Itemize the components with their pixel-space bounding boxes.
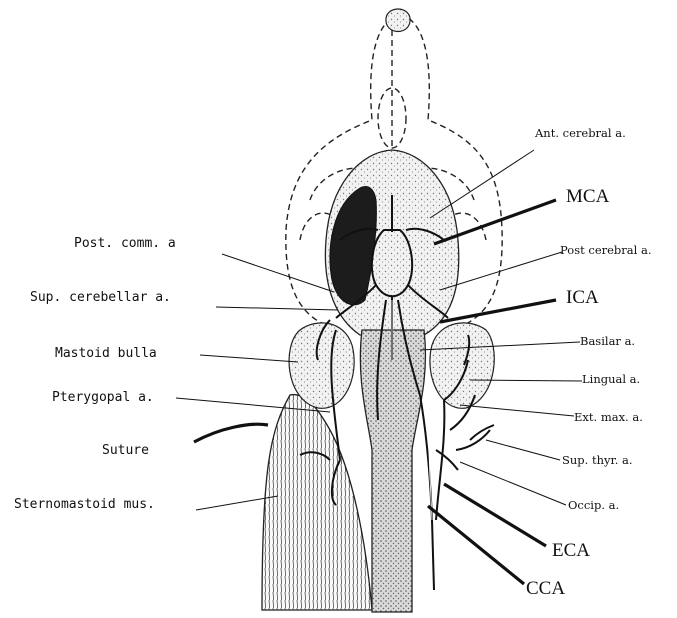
label-occip: Occip. a.: [568, 498, 619, 512]
mastoid-bulla-right: [430, 323, 494, 408]
label-eca: ECA: [552, 540, 590, 562]
label-lingual: Lingual a.: [582, 372, 640, 386]
label-ant-cerebral: Ant. cerebral a.: [535, 126, 626, 140]
label-pterygopal: Pterygopal a.: [52, 390, 154, 405]
brainstem: [360, 330, 425, 612]
label-sup-cerebellar: Sup. cerebellar a.: [30, 290, 171, 305]
label-cca: CCA: [526, 578, 565, 600]
label-ica: ICA: [566, 287, 599, 309]
sternomastoid-muscle: [262, 395, 372, 610]
snout-tip: [386, 9, 410, 32]
label-mca: MCA: [566, 186, 609, 208]
label-ext-max: Ext. max. a.: [574, 410, 643, 424]
label-post-comm: Post. comm. a: [74, 236, 176, 251]
label-sternomastoid: Sternomastoid mus.: [14, 497, 155, 512]
mastoid-bulla-left: [289, 323, 354, 408]
label-post-cerebral: Post cerebral a.: [560, 243, 651, 257]
label-mastoid-bulla: Mastoid bulla: [55, 346, 157, 361]
label-basilar: Basilar a.: [580, 334, 635, 348]
label-suture: Suture: [102, 443, 149, 458]
label-sup-thyr: Sup. thyr. a.: [562, 453, 633, 467]
